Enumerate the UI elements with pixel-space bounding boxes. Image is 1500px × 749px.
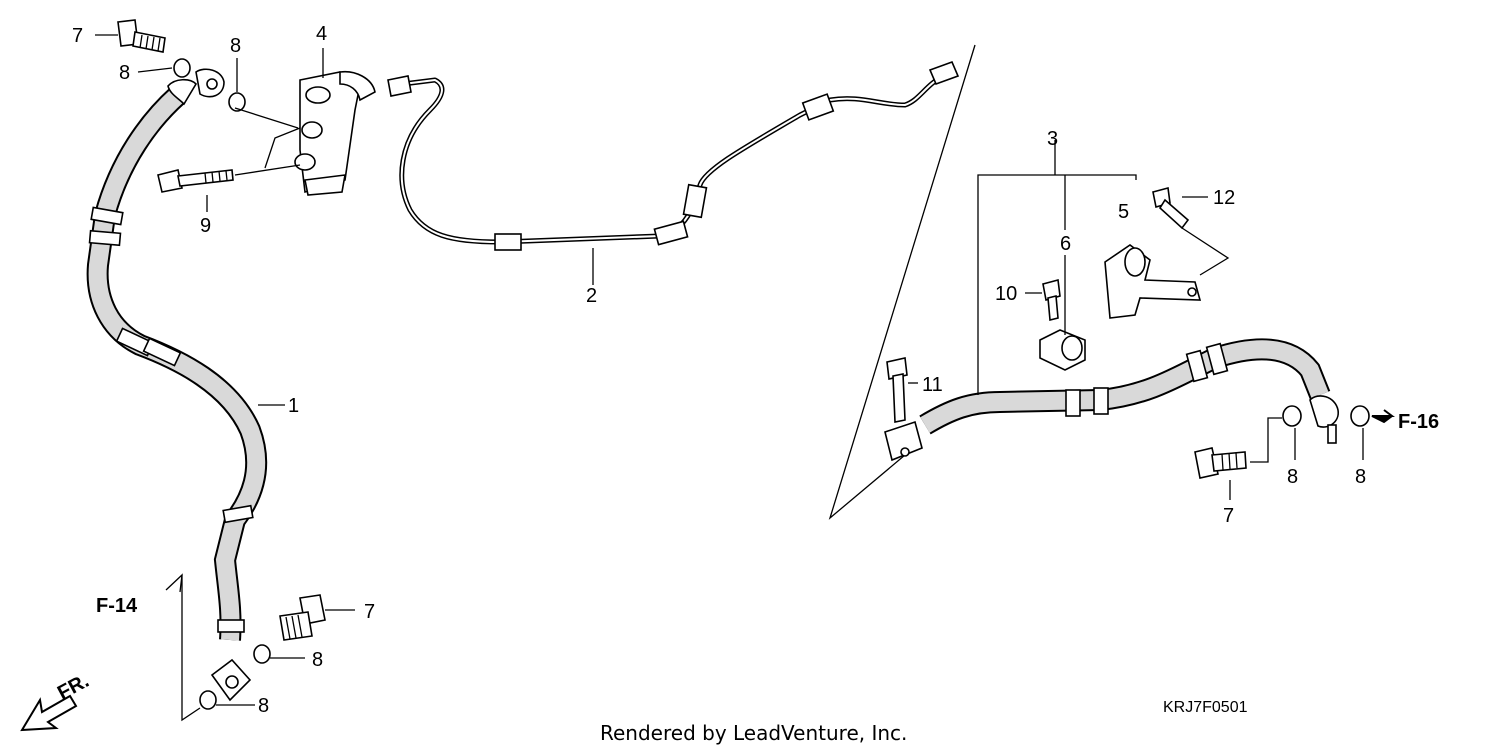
callout-6: 6 <box>1060 233 1071 255</box>
callout-7-right: 7 <box>1223 505 1234 527</box>
part-8-washer-top-left-a[interactable] <box>173 58 191 78</box>
callout-8-e: 8 <box>1287 466 1298 488</box>
part-7-banjo-bolt-top-left[interactable] <box>117 19 166 53</box>
reference-f14: F-14 <box>96 595 138 617</box>
part-6-hose-clamp[interactable] <box>1039 329 1086 371</box>
arrow-right-icon <box>1371 409 1395 424</box>
leader-lines <box>95 34 1364 722</box>
callout-9: 9 <box>200 215 211 237</box>
part-3-brake-hose-assembly[interactable] <box>884 338 1339 462</box>
part-11-joint-bolt[interactable] <box>886 357 908 423</box>
callout-8-c: 8 <box>312 649 323 671</box>
callout-8-f: 8 <box>1355 466 1366 488</box>
front-direction-arrow: FR. <box>20 670 93 732</box>
callout-11: 11 <box>922 374 943 396</box>
diagram-code: KRJ7F0501 <box>1163 699 1248 716</box>
callout-10: 10 <box>995 283 1017 305</box>
part-4-master-cylinder[interactable] <box>294 70 376 196</box>
callout-8-b: 8 <box>230 35 241 57</box>
part-7-banjo-bolt-right[interactable] <box>1194 447 1247 479</box>
part-5-hose-clamp-bracket[interactable] <box>1104 244 1202 319</box>
callout-5: 5 <box>1118 201 1129 223</box>
callout-7-bottom-left: 7 <box>364 601 375 623</box>
callout-8-a: 8 <box>119 62 130 84</box>
part-8-washer-bottom-left-b[interactable] <box>199 690 217 710</box>
callout-2: 2 <box>586 285 597 307</box>
part-9-mounting-bolt[interactable] <box>157 169 234 193</box>
arrow-up-icon <box>165 573 183 593</box>
credit-text: Rendered by LeadVenture, Inc. <box>600 721 907 745</box>
callout-8-d: 8 <box>258 695 269 717</box>
callout-1: 1 <box>288 395 299 417</box>
part-7-banjo-bolt-bottom-left[interactable] <box>279 594 326 641</box>
part-8-washer-right-b[interactable] <box>1350 405 1370 427</box>
detail-outline <box>828 44 976 520</box>
part-10-clamp-bolt[interactable] <box>1042 278 1061 322</box>
reference-f16: F-16 <box>1398 411 1439 433</box>
callout-4: 4 <box>316 23 327 45</box>
part-1-brake-hose[interactable] <box>86 68 268 702</box>
part-8-washer-right-a[interactable] <box>1282 405 1302 427</box>
callout-7-top-left: 7 <box>72 25 83 47</box>
part-2-brake-pipe[interactable] <box>387 60 960 251</box>
arrow-down-left-icon <box>20 694 78 732</box>
callout-3: 3 <box>1047 128 1058 150</box>
callout-12: 12 <box>1213 187 1235 209</box>
part-8-washer-bottom-left-a[interactable] <box>253 644 271 664</box>
part-12-bracket-bolt[interactable] <box>1152 186 1190 230</box>
front-label: FR. <box>54 670 93 705</box>
part-8-washer-top-left-b[interactable] <box>228 92 246 112</box>
